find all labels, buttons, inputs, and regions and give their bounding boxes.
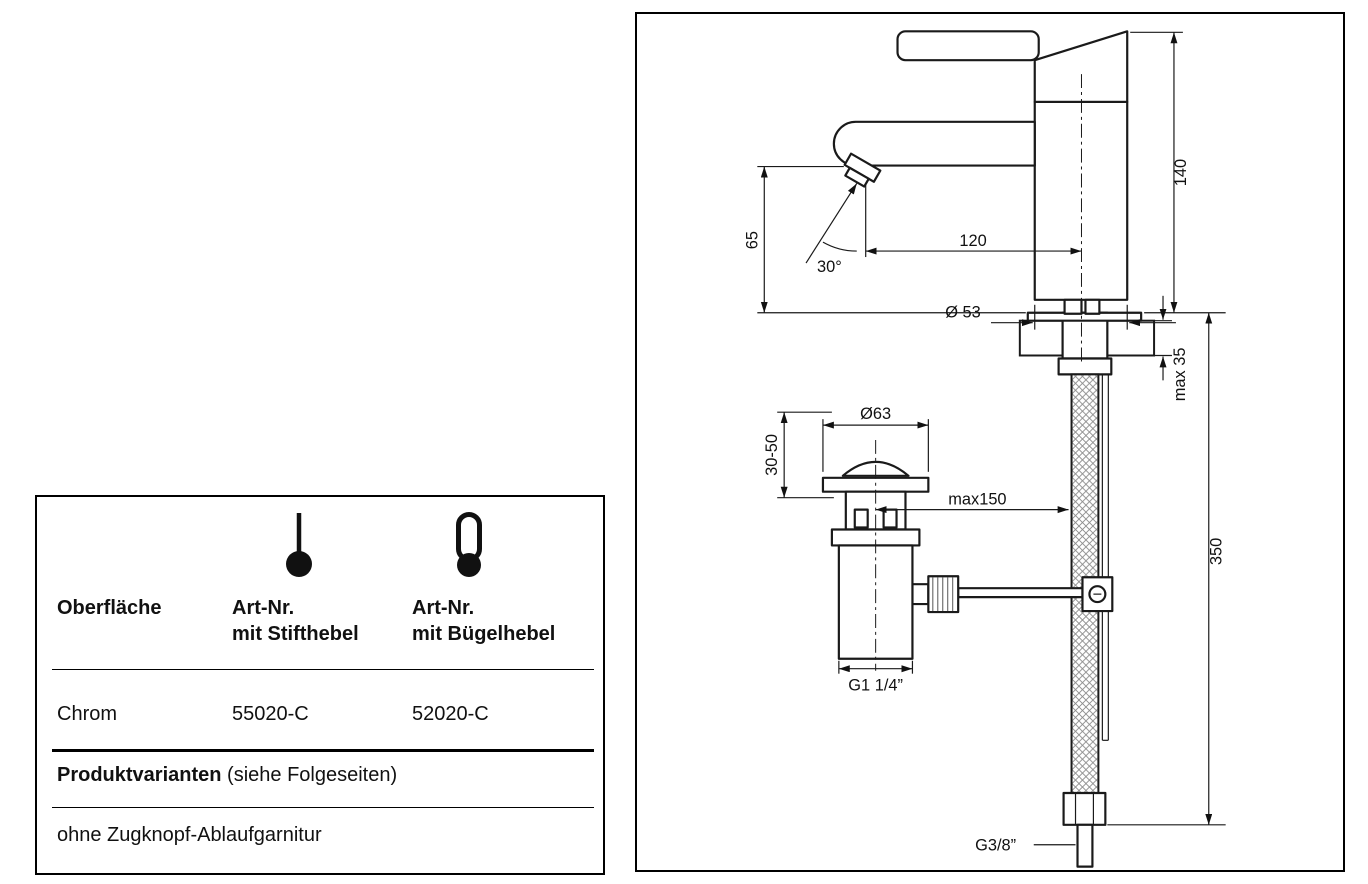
dim-spout-reach: 120: [959, 232, 986, 250]
aerator: [843, 152, 882, 188]
col-header-stifthebel: Art-Nr. mit Stifthebel: [232, 595, 359, 647]
col-header-buegelhebel: Art-Nr. mit Bügelhebel: [412, 595, 555, 647]
col-header-surface: Oberfläche: [57, 597, 162, 619]
overflow-slot: [853, 508, 869, 529]
faucet-lever: [896, 30, 1040, 62]
thin-pipe: [1101, 374, 1109, 741]
footnote: ohne Zugknopf-Ablaufgarnitur: [57, 824, 322, 846]
dim-drain-thread: G1 1/4”: [848, 677, 903, 695]
dim-drain-diameter: Ø63: [860, 405, 891, 423]
product-variants-line: Produktvarianten (siehe Folgeseiten): [57, 762, 397, 788]
technical-drawing-panel: 140 max 35 350 65 30-50 120 30° Ø 53 Ø63…: [635, 12, 1345, 872]
supply-nipple: [1084, 298, 1101, 315]
dim-deck-thickness: max 35: [1171, 348, 1189, 402]
variants-title: Produktvarianten: [57, 764, 222, 786]
linkage-rod: [957, 587, 1084, 599]
artnr-stifthebel-value: 55020-C: [232, 703, 309, 725]
divider-thin: [52, 807, 594, 808]
faucet-cap: [1033, 30, 1129, 104]
hose-end-pipe: [1076, 823, 1094, 868]
bow-lever-icon: [454, 512, 484, 583]
header-line: mit Stifthebel: [232, 623, 359, 645]
header-line: mit Bügelhebel: [412, 623, 556, 645]
divider-thin: [52, 669, 594, 670]
faucet-spout: [832, 120, 1036, 167]
dim-base-diameter: Ø 53: [945, 304, 981, 322]
overflow-slot: [882, 508, 898, 529]
dim-hose-length: 350: [1208, 538, 1226, 565]
hose-nut-top: [1057, 357, 1113, 376]
dim-max-center-distance: max150: [948, 491, 1006, 509]
header-line: Art-Nr.: [412, 597, 475, 619]
supply-hose: [1057, 357, 1113, 868]
artnr-buegelhebel-value: 52020-C: [412, 703, 489, 725]
dimension-lines: [757, 31, 1226, 846]
technical-drawing: 140 max 35 350 65 30-50 120 30° Ø 53 Ø63…: [743, 30, 1226, 868]
dim-spout-angle: 30°: [817, 258, 842, 276]
dim-mount-range: 30-50: [763, 434, 781, 476]
faucet-outline: [832, 30, 1156, 360]
variants-note: (siehe Folgeseiten): [221, 764, 398, 786]
header-line: Art-Nr.: [232, 597, 295, 619]
dim-supply-thread: G3/8”: [975, 837, 1016, 855]
product-table: Oberfläche Art-Nr. mit Stifthebel Art-Nr…: [35, 495, 605, 875]
surface-value: Chrom: [57, 703, 118, 725]
pivot-pipe: [911, 583, 930, 606]
hose-end-nut: [1062, 791, 1107, 826]
pin-lever-icon: [284, 512, 314, 583]
dim-total-height: 140: [1172, 159, 1190, 186]
supply-nipple: [1063, 298, 1083, 315]
divider-thick: [52, 749, 594, 752]
dim-spout-height: 65: [743, 231, 761, 249]
